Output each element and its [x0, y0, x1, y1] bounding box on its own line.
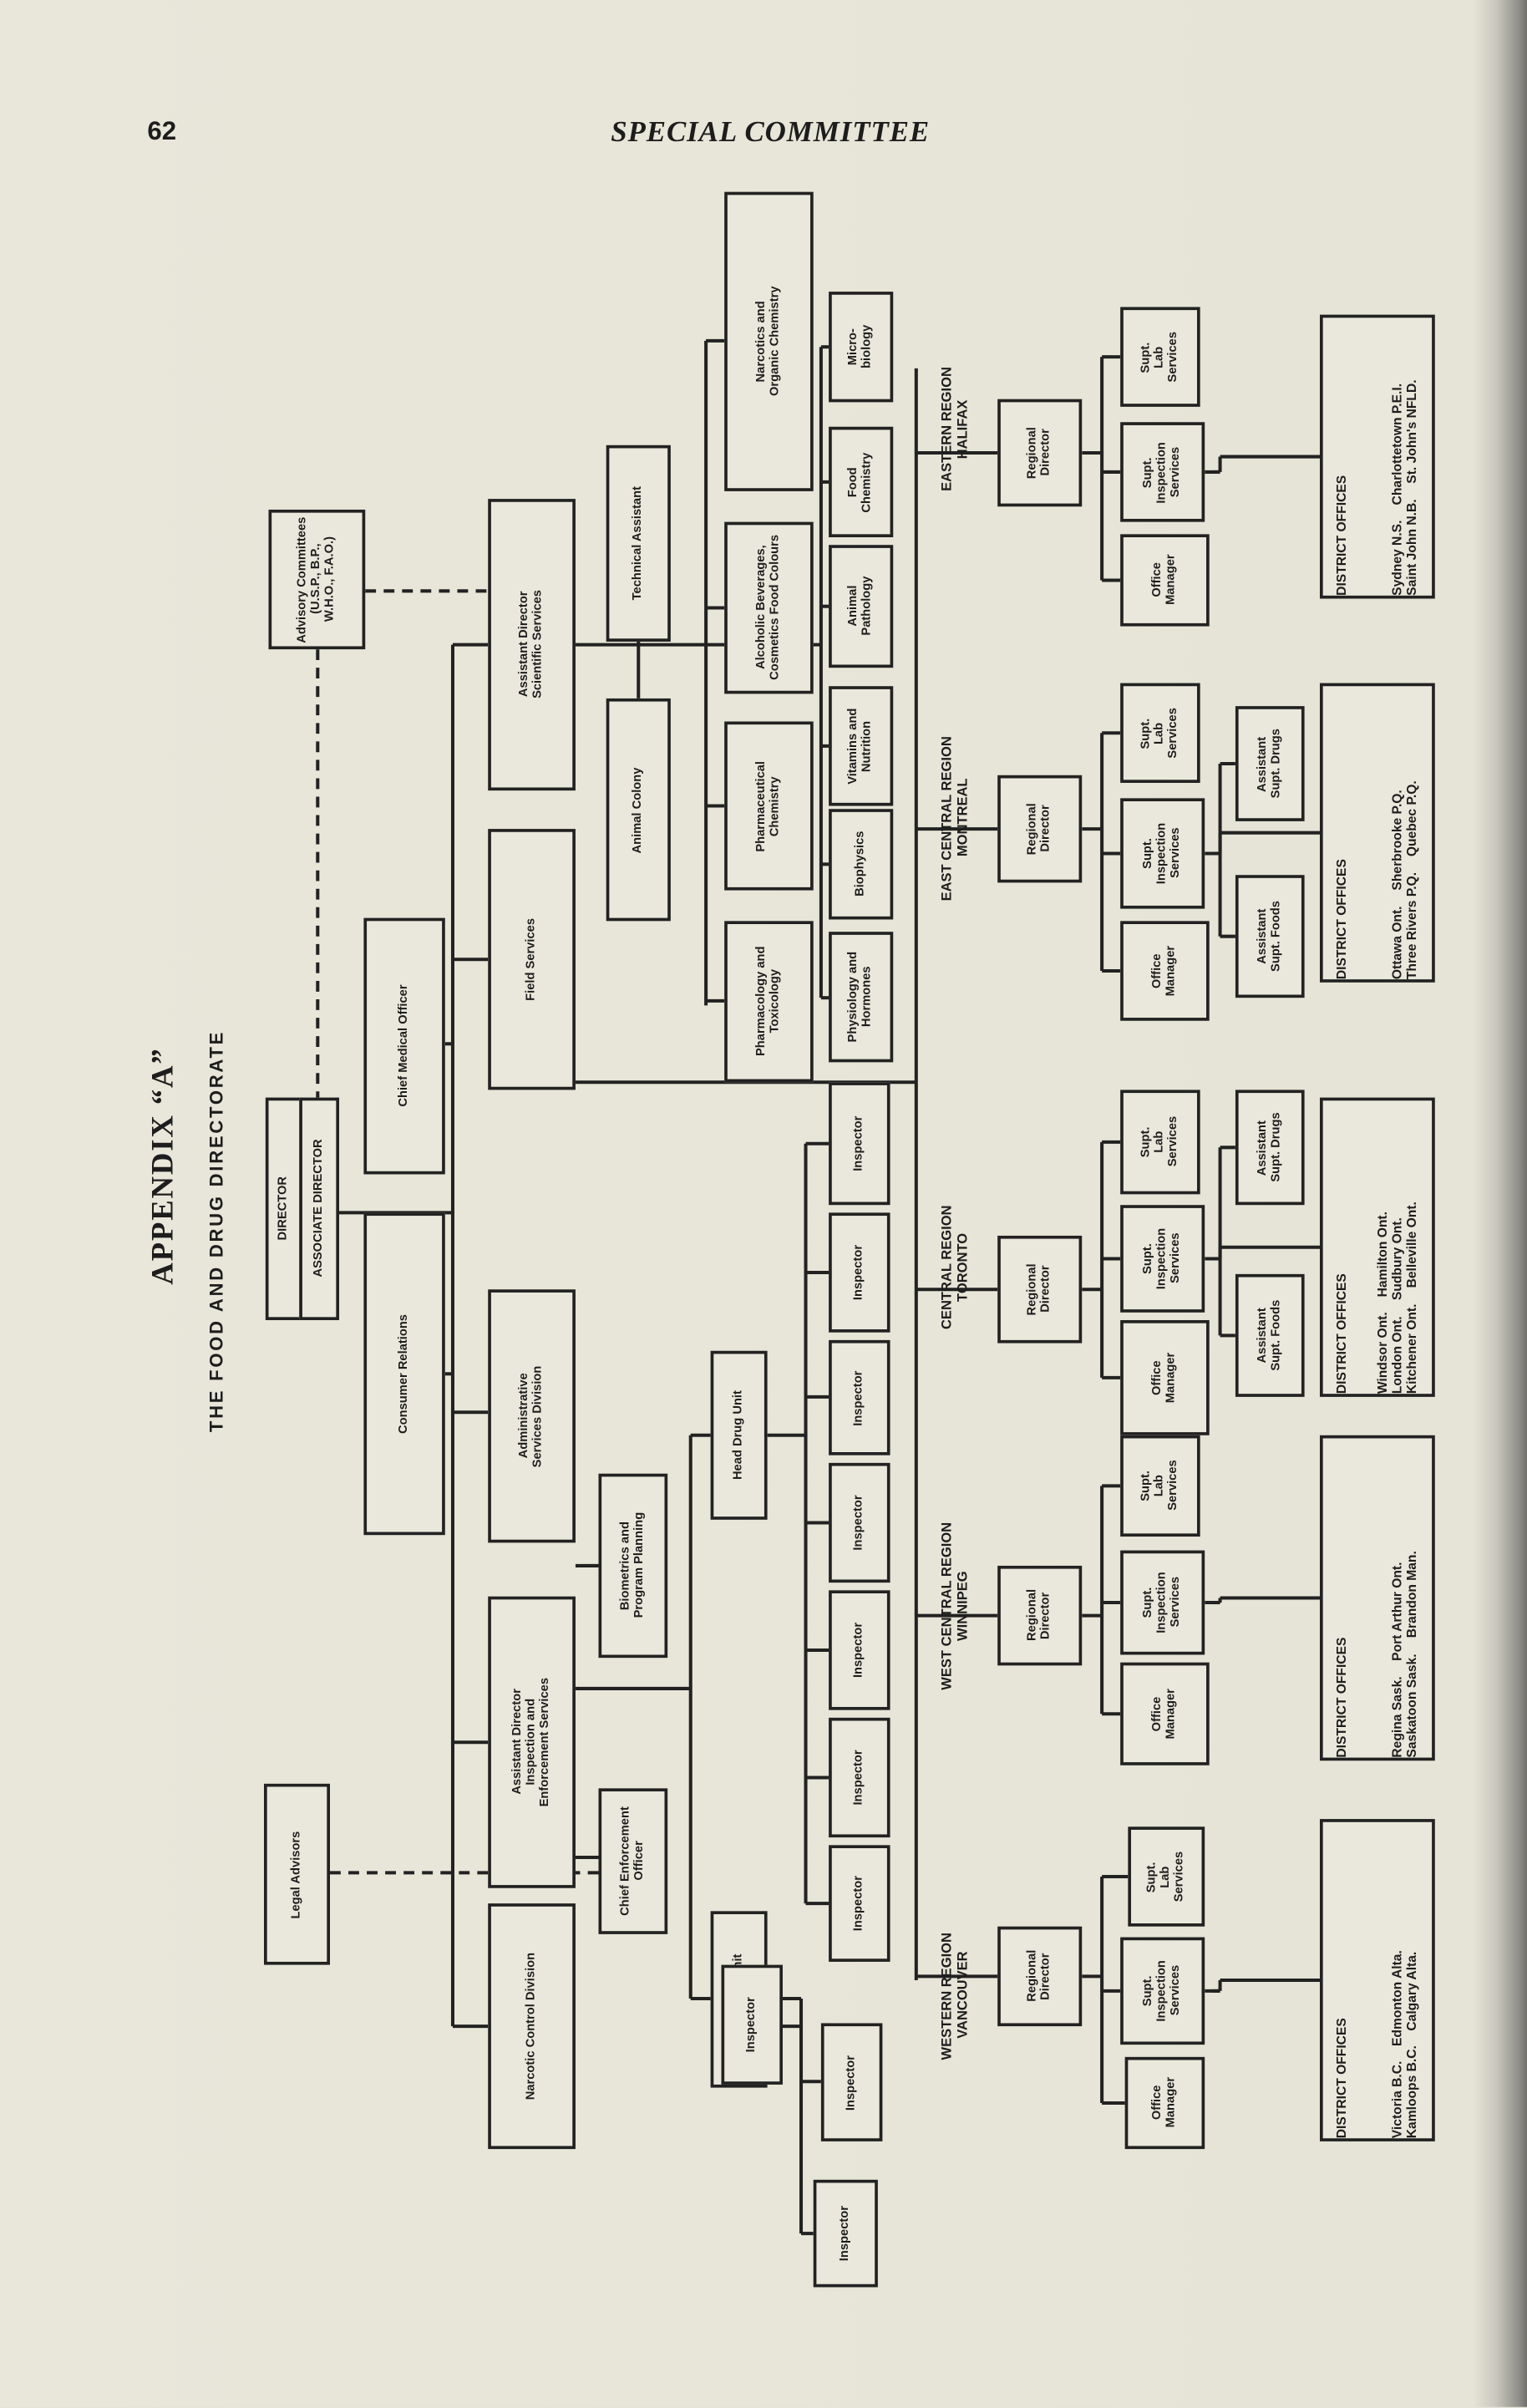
running-title: SPECIAL COMMITTEE	[611, 116, 931, 150]
district-office-city: Quebec P.Q.	[1403, 780, 1419, 857]
scientific-division-box: Pharmacology and Toxicology	[724, 921, 814, 1083]
associate-director-box: ASSOCIATE DIRECTOR	[299, 1097, 340, 1320]
district-office-city: Saskatoon Sask.	[1403, 1654, 1419, 1758]
office-manager-box: Office Manager	[1120, 1319, 1210, 1435]
regional-director-box: Regional Director	[997, 1235, 1083, 1344]
field-services-box: Field Services	[488, 829, 576, 1090]
consumer-relations-box: Consumer Relations	[363, 1212, 445, 1536]
district-office-city: Calgary Alta.	[1403, 1950, 1419, 2030]
district-offices-title: DISTRICT OFFICES	[1333, 1273, 1349, 1395]
asst-supt-drugs-box: Assistant Supt. Drugs	[1235, 706, 1305, 821]
district-office-city: Belleville Ont.	[1403, 1201, 1419, 1289]
inspector-box: Inspector	[829, 1717, 890, 1838]
scientific-division-box: Food Chemistry	[829, 426, 894, 538]
appendix-title: APPENDIX “A”	[146, 1048, 180, 1286]
supt-inspection-services-box: Supt. Inspection Services	[1120, 1937, 1205, 2045]
district-offices-title: DISTRICT OFFICES	[1333, 1637, 1349, 1758]
region-label: WEST CENTRAL REGION WINNIPEG	[938, 1522, 971, 1690]
regional-director-box: Regional Director	[997, 399, 1083, 507]
district-offices-row: Three Rivers P.Q. Quebec P.Q.	[1403, 780, 1419, 980]
scientific-division-box: Alcoholic Beverages, Cosmetics Food Colo…	[724, 521, 814, 694]
district-office-city: Kamloops B.C.	[1403, 2045, 1419, 2139]
region-label: CENTRAL REGION TORONTO	[938, 1205, 971, 1329]
regional-director-box: Regional Director	[997, 1565, 1083, 1666]
inspector-box: Inspector	[829, 1590, 890, 1710]
page-number: 62	[147, 116, 177, 146]
scientific-division-box: Vitamins and Nutrition	[829, 686, 894, 806]
inspector-box: Inspector	[813, 2179, 878, 2288]
office-manager-box: Office Manager	[1120, 534, 1210, 627]
inspector-box: Inspector	[829, 1462, 890, 1583]
asst-director-scientific-box: Assistant Director Scientific Services	[488, 499, 576, 791]
office-manager-box: Office Manager	[1120, 1662, 1210, 1765]
inspector-box: Inspector	[820, 2023, 883, 2141]
district-offices-title: DISTRICT OFFICES	[1333, 2018, 1349, 2139]
district-office-city: Three Rivers P.Q.	[1403, 871, 1419, 980]
inspector-box: Inspector	[829, 1212, 890, 1333]
chief-medical-officer-box: Chief Medical Officer	[363, 917, 445, 1175]
scientific-division-box: Narcotics and Organic Chemistry	[724, 191, 814, 491]
administrative-services-box: Administrative Services Division	[488, 1289, 576, 1543]
asst-supt-foods-box: Assistant Supt. Foods	[1235, 1273, 1305, 1397]
district-offices-row: Kitchener Ont. Belleville Ont.	[1403, 1201, 1419, 1395]
supt-lab-services-box: Supt. Lab Services	[1120, 683, 1200, 783]
narcotic-control-division-box: Narcotic Control Division	[488, 1903, 576, 2150]
supt-inspection-services-box: Supt. Inspection Services	[1120, 1550, 1205, 1655]
district-office-city: Kitchener Ont.	[1403, 1303, 1419, 1395]
inspector-box: Inspector	[829, 1845, 890, 1962]
region-label: EASTERN REGION HALIFAX	[938, 367, 971, 491]
district-offices-row: Saint John N.B. St. John's NFLD.	[1403, 379, 1419, 596]
advisory-committees-box: Advisory Committees (U.S.P., B.P., W.H.O…	[268, 509, 366, 650]
supt-inspection-services-box: Supt. Inspection Services	[1120, 798, 1205, 909]
district-office-city: Saint John N.B.	[1403, 499, 1419, 596]
district-office-city: Brandon Man.	[1403, 1551, 1419, 1639]
office-manager-box: Office Manager	[1124, 2056, 1205, 2150]
director-box: DIRECTOR	[265, 1097, 302, 1320]
supt-lab-services-box: Supt. Lab Services	[1120, 1435, 1200, 1537]
supt-lab-services-box: Supt. Lab Services	[1120, 307, 1200, 407]
regional-director-box: Regional Director	[997, 1926, 1083, 2027]
scientific-division-box: Animal Pathology	[829, 545, 894, 668]
district-offices-row: Kamloops B.C. Calgary Alta.	[1403, 1950, 1419, 2139]
supt-inspection-services-box: Supt. Inspection Services	[1120, 422, 1205, 522]
inspector-box: Inspector	[829, 1082, 890, 1206]
district-offices-title: DISTRICT OFFICES	[1333, 475, 1349, 596]
asst-director-inspection-box: Assistant Director Inspection and Enforc…	[488, 1596, 576, 1888]
biometrics-box: Biometrics and Program Planning	[598, 1473, 668, 1659]
supt-lab-services-box: Supt. Lab Services	[1128, 1826, 1205, 1927]
office-manager-box: Office Manager	[1120, 921, 1210, 1021]
scientific-division-box: Pharmaceutical Chemistry	[724, 721, 814, 891]
district-offices-title: DISTRICT OFFICES	[1333, 859, 1349, 980]
scientific-division-box: Biophysics	[829, 809, 894, 920]
supt-lab-services-box: Supt. Lab Services	[1120, 1090, 1200, 1195]
district-office-city: St. John's NFLD.	[1403, 379, 1419, 485]
region-label: WESTERN REGION VANCOUVER	[938, 1932, 971, 2060]
scientific-division-box: Physiology and Hormones	[829, 932, 894, 1063]
regional-director-box: Regional Director	[997, 775, 1083, 883]
chief-enforcement-officer-box: Chief Enforcement Officer	[598, 1788, 668, 1934]
scientific-division-box: Micro- biology	[829, 292, 894, 403]
legal-advisors-box: Legal Advisors	[263, 1783, 330, 1965]
supt-inspection-services-box: Supt. Inspection Services	[1120, 1205, 1205, 1313]
district-offices-row: Saskatoon Sask. Brandon Man.	[1403, 1551, 1419, 1758]
animal-colony-box: Animal Colony	[606, 698, 671, 922]
region-label: EAST CENTRAL REGION MONTREAL	[938, 735, 971, 901]
inspector-box: Inspector	[721, 1964, 783, 2085]
inspector-box: Inspector	[829, 1339, 890, 1455]
asst-supt-drugs-box: Assistant Supt. Drugs	[1235, 1090, 1305, 1206]
head-drug-unit-box: Head Drug Unit	[710, 1350, 768, 1520]
asst-supt-foods-box: Assistant Supt. Foods	[1235, 875, 1305, 998]
technical-assistant-box: Technical Assistant	[606, 445, 671, 642]
directorate-title: THE FOOD AND DRUG DIRECTORATE	[205, 1030, 227, 1433]
